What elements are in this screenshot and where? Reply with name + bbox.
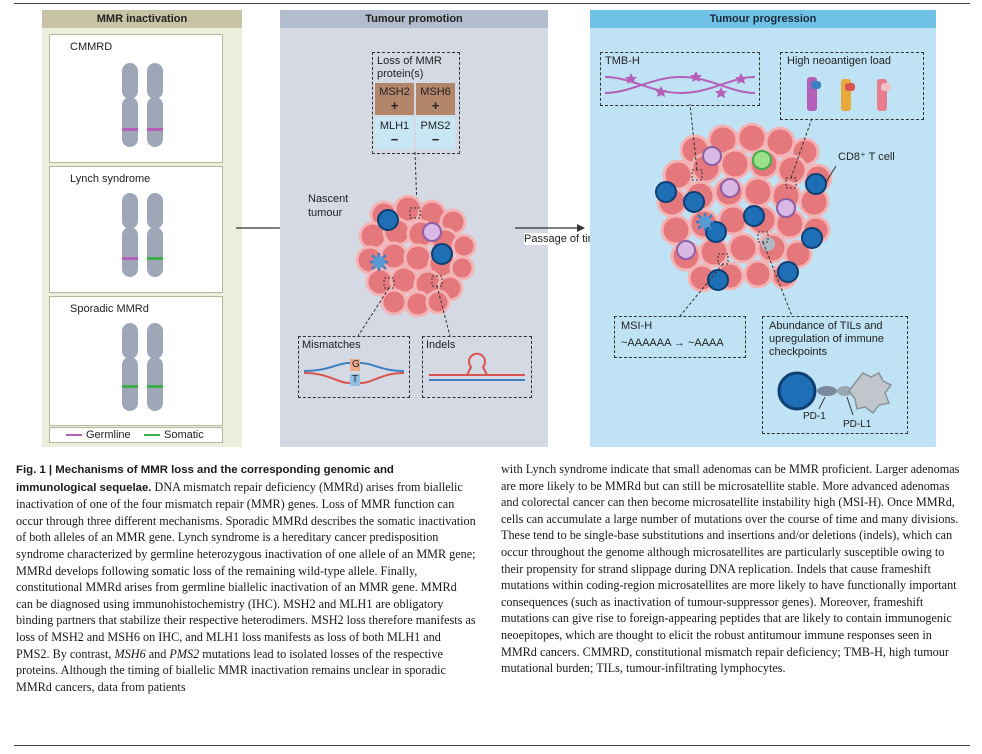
- bottom-rule: [14, 745, 970, 746]
- tumour-progression-panel: Tumour progression TMB-H High neoantigen…: [590, 10, 936, 447]
- sporadic-box: Sporadic MMRd: [49, 296, 223, 426]
- nascent-tumour-illustration: [355, 151, 477, 337]
- cmmrd-chromosomes: [122, 63, 163, 147]
- panel-title-progression: Tumour progression: [590, 10, 936, 28]
- top-rule: [14, 3, 970, 4]
- caption-italic-pms2: PMS2: [169, 646, 200, 661]
- tmb-dna: [604, 71, 756, 98]
- panel-title-promotion: Tumour promotion: [280, 10, 548, 28]
- tmb-box: TMB-H: [600, 52, 760, 106]
- protein-mlh1: MLH1 −: [375, 117, 414, 149]
- til-label: Abundance of TILs and upregulation of im…: [769, 320, 884, 358]
- figure-label: Fig. 1 | Mechanisms of MMR loss and the …: [16, 464, 394, 494]
- pd1-pdl1-illustration: [777, 371, 893, 416]
- neoantigen-label: High neoantigen load: [787, 55, 891, 67]
- legend-germline: Germline: [66, 428, 131, 442]
- caption-left: Fig. 1 | Mechanisms of MMR loss and the …: [16, 464, 476, 694]
- indel-dna: [429, 352, 525, 381]
- neoantigen-icons: [807, 77, 891, 111]
- msi-sequence: ~AAAAAA → ~AAAA: [621, 337, 724, 349]
- msi-label: MSI-H: [621, 320, 653, 332]
- tumour-illustration: [655, 103, 837, 317]
- mismatch-base-g: G: [352, 359, 360, 370]
- indels-box: Indels: [422, 336, 532, 398]
- indels-label: Indels: [426, 339, 456, 351]
- sporadic-chromosomes: [122, 323, 163, 411]
- mismatch-dna: [303, 359, 405, 386]
- til-box: Abundance of TILs and upregulation of im…: [762, 316, 908, 434]
- caption-left-text: DNA mismatch repair deficiency (MMRd) ar…: [16, 479, 476, 661]
- tmb-label: TMB-H: [605, 55, 640, 67]
- cd8-label: CD8⁺ T cell: [838, 151, 895, 163]
- msi-box: MSI-H ~AAAAAA → ~AAAA: [614, 316, 746, 358]
- arrow-p2-p3: [515, 224, 585, 232]
- loss-of-mmr-box: Loss of MMR protein(s) MSH2 + MSH6 + MLH…: [372, 52, 460, 154]
- nascent-tumour-label: Nascent tumour: [308, 193, 349, 219]
- lynch-label: Lynch syndrome: [70, 173, 151, 185]
- protein-msh2: MSH2 +: [375, 83, 414, 115]
- tumour-promotion-panel: Tumour promotion Loss of MMR protein(s) …: [280, 10, 548, 447]
- legend-somatic: Somatic: [144, 428, 204, 442]
- cmmrd-label: CMMRD: [70, 41, 113, 53]
- passage-of-time-label: Passage of time: [524, 233, 603, 245]
- caption-right-text: with Lynch syndrome indicate that small …: [501, 462, 960, 676]
- mismatches-box: Mismatches G T: [298, 336, 410, 398]
- pd1-label: PD-1: [803, 411, 826, 422]
- protein-msh6: MSH6 +: [416, 83, 455, 115]
- protein-pms2: PMS2 −: [416, 117, 455, 149]
- lynch-chromosomes: [122, 193, 163, 277]
- lynch-box: Lynch syndrome: [49, 166, 223, 293]
- loss-label: Loss of MMR protein(s): [377, 55, 442, 80]
- cmmrd-box: CMMRD: [49, 34, 223, 163]
- caption-right: with Lynch syndrome indicate that small …: [501, 461, 967, 677]
- mismatch-base-t: T: [352, 374, 359, 385]
- caption-left-tail: mutations lead to isolated losses of the…: [16, 646, 446, 694]
- neoantigen-box: High neoantigen load: [780, 52, 924, 120]
- mmr-inactivation-panel: MMR inactivation CMMRD Lynch syndrome Sp: [42, 10, 242, 447]
- legend: Germline Somatic: [49, 427, 223, 443]
- protein-table: MSH2 + MSH6 + MLH1 − PMS2 −: [375, 83, 455, 149]
- pdl1-label: PD-L1: [843, 419, 872, 430]
- caption-italic-msh6: MSH6: [114, 646, 146, 661]
- mismatches-label: Mismatches: [302, 339, 361, 351]
- sporadic-label: Sporadic MMRd: [70, 303, 149, 315]
- panel-title-inactivation: MMR inactivation: [42, 10, 242, 28]
